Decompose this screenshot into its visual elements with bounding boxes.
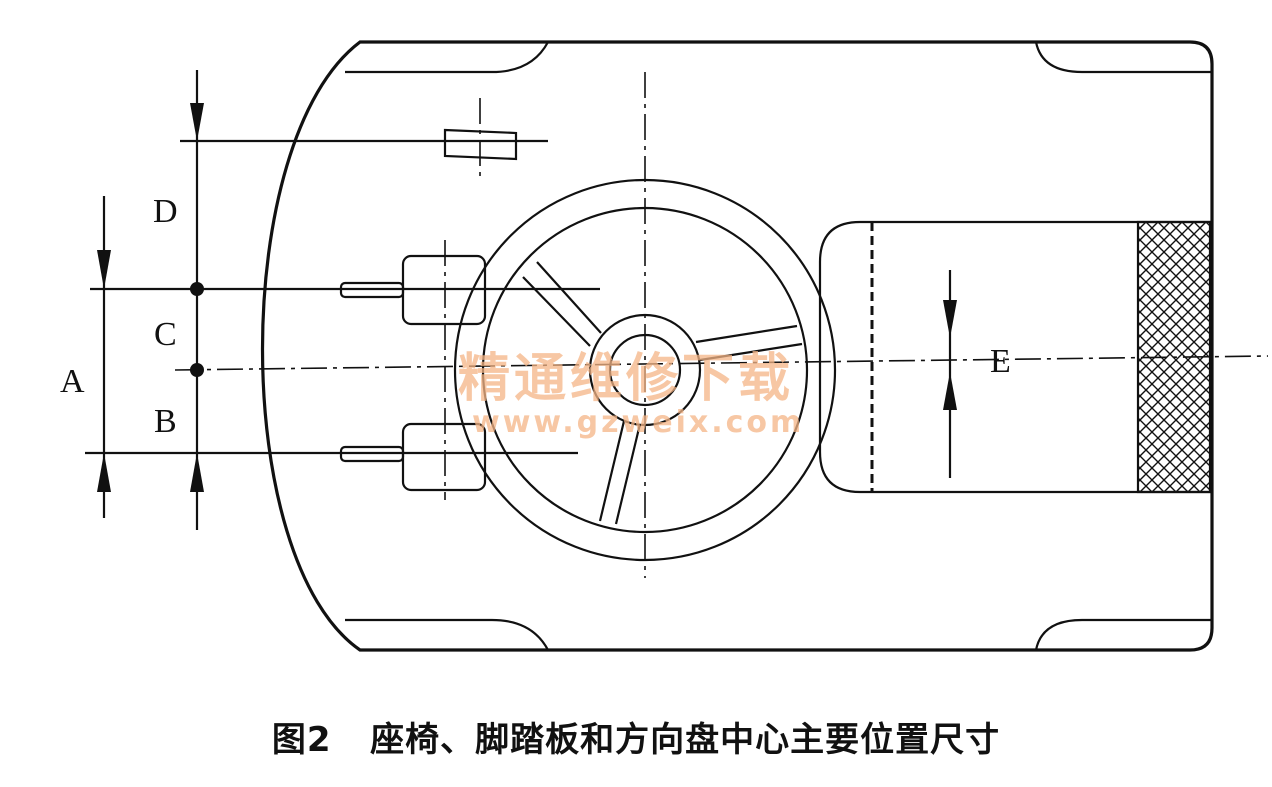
caption-text: 座椅、脚踏板和方向盘中心主要位置尺寸: [370, 720, 1001, 760]
dimension-label-b: B: [154, 403, 177, 440]
watermark-chinese: 精通维修下载: [458, 349, 794, 409]
dimension-label-e: E: [990, 343, 1011, 380]
vehicle-outline: [260, 40, 1214, 652]
layout-diagram: D C A B E 精通维修下载 www.gzweix.com: [60, 40, 1269, 652]
figure-caption: 图2 座椅、脚踏板和方向盘中心主要位置尺寸: [0, 712, 1272, 761]
dimension-label-d: D: [153, 193, 178, 230]
dimension-lines: [97, 70, 957, 530]
watermark-url: www.gzweix.com: [472, 405, 804, 440]
wheel-arch-front-right: [345, 618, 549, 651]
wheel-arch-front-left: [345, 41, 549, 74]
wheel-arch-rear-right: [1034, 618, 1212, 651]
figure-number: 图2: [271, 720, 332, 760]
dimension-label-a: A: [60, 363, 85, 400]
dimension-label-c: C: [154, 316, 177, 353]
pedal-lower: [339, 422, 487, 492]
wheel-arch-rear-left: [1034, 41, 1212, 74]
